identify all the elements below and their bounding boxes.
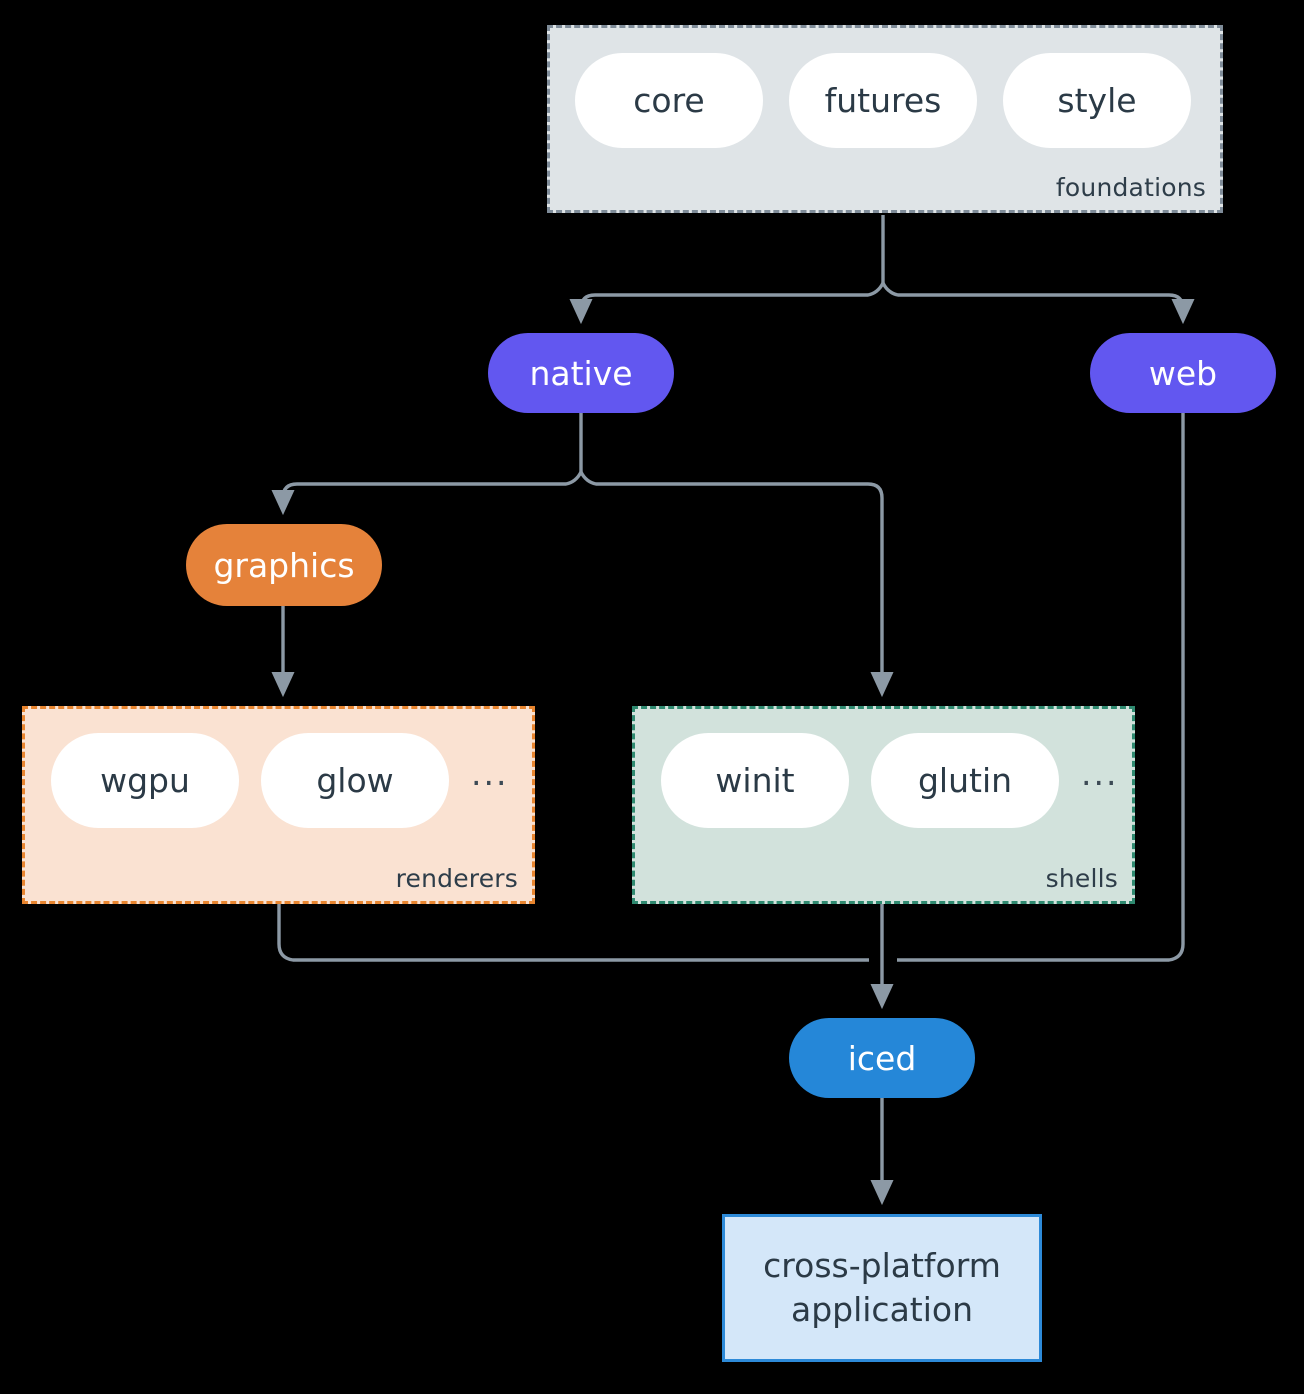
- cluster-shells: winit glutin ... shells: [632, 706, 1135, 904]
- chip-futures[interactable]: futures: [789, 53, 977, 148]
- node-graphics[interactable]: graphics: [186, 524, 382, 606]
- chip-glutin[interactable]: glutin: [871, 733, 1059, 828]
- node-iced[interactable]: iced: [789, 1018, 975, 1098]
- edge-foundations-to-native: [569, 282, 885, 325]
- chip-glow[interactable]: glow: [261, 733, 449, 828]
- cluster-label-renderers: renderers: [395, 864, 518, 893]
- chip-winit[interactable]: winit: [661, 733, 849, 828]
- node-web[interactable]: web: [1090, 333, 1276, 413]
- renderers-more-ellipsis: ...: [471, 754, 509, 793]
- node-native[interactable]: native: [488, 333, 674, 413]
- chip-wgpu[interactable]: wgpu: [51, 733, 239, 828]
- edge-native-to-shells: [579, 471, 894, 698]
- renderers-chip-row: wgpu glow ...: [51, 733, 508, 828]
- edge-foundations-to-web: [881, 282, 1195, 325]
- cluster-label-foundations: foundations: [1055, 173, 1206, 202]
- edge-renderers-to-merge: [277, 904, 869, 962]
- application-label-line2: application: [790, 1290, 974, 1329]
- node-cross-platform-application[interactable]: cross-platform application: [722, 1214, 1042, 1362]
- application-label-line1: cross-platform: [763, 1246, 1001, 1286]
- cluster-label-shells: shells: [1045, 864, 1118, 893]
- shells-more-ellipsis: ...: [1081, 754, 1119, 793]
- chip-core[interactable]: core: [575, 53, 763, 148]
- foundations-chip-row: core futures style: [575, 53, 1191, 148]
- cluster-renderers: wgpu glow ... renderers: [22, 706, 535, 904]
- chip-style[interactable]: style: [1003, 53, 1191, 148]
- shells-chip-row: winit glutin ...: [661, 733, 1118, 828]
- cluster-foundations: core futures style foundations: [547, 25, 1223, 213]
- edge-native-to-graphics: [271, 471, 583, 516]
